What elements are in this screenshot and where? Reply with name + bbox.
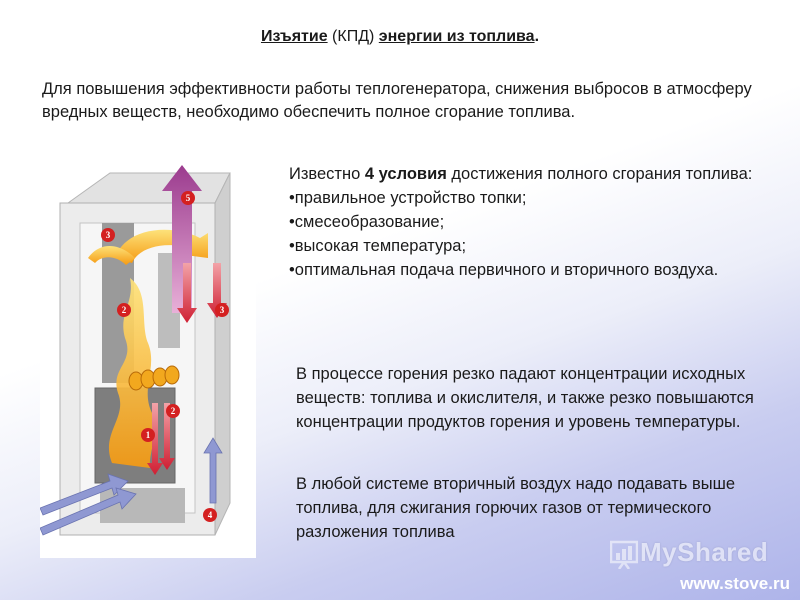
air-arrows (40, 437, 223, 536)
combustion-paragraph: В процессе горения резко падают концентр… (296, 365, 754, 431)
marker-1 (141, 428, 155, 442)
conditions-lead-after: достижения полного сгорания топлива: (446, 165, 753, 183)
title-part-extraction: Изъятие (260, 28, 328, 45)
marker-3-right-label: 3 (220, 305, 225, 315)
conditions-lead-bold: 4 условия (364, 165, 447, 183)
conditions-lead-before: Известно (289, 165, 365, 183)
stove-diagram: 5 3 3 2 2 1 4 (40, 163, 256, 558)
conditions-lead: Известно 4 условия достижения полного сг… (289, 162, 769, 186)
condition-item: •смесеобразование; (289, 213, 445, 231)
marker-2-lower-label: 2 (171, 406, 176, 416)
condition-item: •оптимальная подача первичного и вторичн… (289, 261, 719, 279)
marker-2-upper (117, 303, 131, 317)
stage-markers: 5 3 3 2 2 1 4 (101, 191, 229, 522)
slide-title: Изъятие (КПД) энергии из топлива. (0, 28, 800, 46)
myshared-watermark: MyShared (610, 533, 780, 573)
marker-5 (181, 191, 195, 205)
chart-icon (610, 540, 638, 569)
flame-main (108, 278, 155, 468)
marker-2-lower (166, 404, 180, 418)
marker-1-label: 1 (146, 430, 151, 440)
marker-2-upper-label: 2 (122, 305, 127, 315)
marker-4-label: 4 (208, 510, 213, 520)
marker-3-right (215, 303, 229, 317)
intro-text: Для повышения эффективности работы тепло… (42, 80, 752, 121)
website-link[interactable]: www.stove.ru (680, 574, 790, 593)
flame-left-arc (88, 245, 135, 265)
watermark-text: MyShared (640, 537, 769, 567)
conditions-list: •правильное устройство топки; •смесеобра… (289, 186, 769, 282)
marker-3-left-label: 3 (106, 230, 111, 240)
secondary-air-paragraph: В любой системе вторичный воздух надо по… (296, 475, 735, 541)
stove-casing-back (66, 172, 231, 204)
title-period: . (534, 28, 540, 45)
grate-coil (128, 365, 180, 391)
title-part-energy: энергии из топлива (378, 28, 535, 45)
condition-item: •правильное устройство топки; (289, 189, 527, 207)
marker-5-label: 5 (186, 193, 191, 203)
marker-3-left (101, 228, 115, 242)
stove-casing-side (214, 172, 231, 536)
condition-item: •высокая температура; (289, 237, 467, 255)
title-part-efficiency: (КПД) (327, 28, 379, 45)
conditions-block: Известно 4 условия достижения полного сг… (289, 162, 769, 282)
marker-4 (203, 508, 217, 522)
